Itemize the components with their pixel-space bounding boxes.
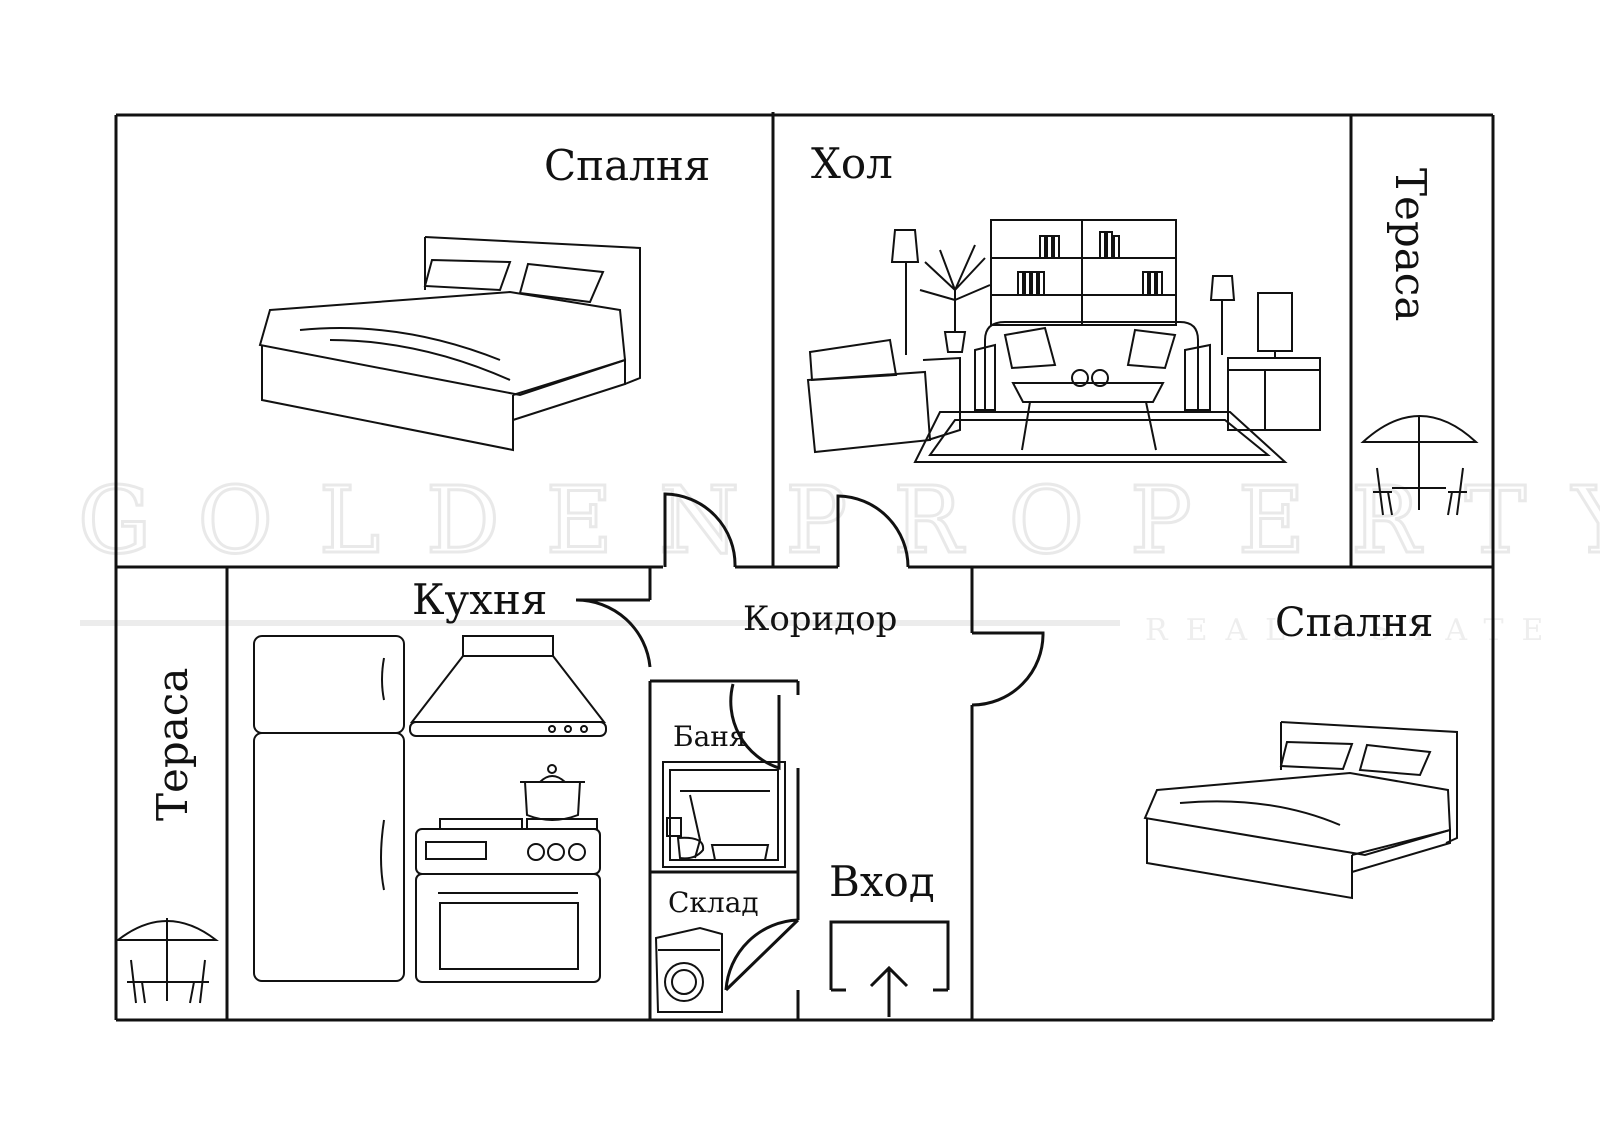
fridge-icon <box>253 635 405 982</box>
patio-umbrella-icon <box>115 918 219 1004</box>
plant-icon <box>919 244 991 353</box>
bathtub-icon <box>662 761 786 868</box>
range-hood-icon <box>409 635 607 737</box>
patio-umbrella-icon <box>1360 415 1479 516</box>
washing-machine-icon <box>654 926 723 1013</box>
tv-icon <box>1227 292 1321 431</box>
doors <box>575 492 1045 992</box>
bookshelf-icon <box>990 219 1177 326</box>
living-room-furniture <box>806 219 1321 463</box>
room-label-corridor: Коридор <box>743 599 897 639</box>
bed-icon <box>1143 721 1458 900</box>
walls <box>114 112 1495 1022</box>
room-label-bedroom-bottom: Спалня <box>1275 600 1433 646</box>
room-label-living: Хол <box>811 139 893 188</box>
entrance-arrow-icon <box>829 920 950 1017</box>
room-label-entrance: Вход <box>829 857 935 906</box>
toilet-icon <box>666 817 705 860</box>
watermark-subtext: REAL ESTATE <box>1145 613 1561 648</box>
bed-icon <box>258 236 641 452</box>
room-label-terrace-left: Тераса <box>148 668 197 821</box>
pot-icon <box>520 764 585 821</box>
room-label-storage: Склад <box>668 886 759 919</box>
room-label-terrace-right: Тераса <box>1386 168 1435 321</box>
stove-icon <box>415 818 601 983</box>
lamp-icon <box>890 229 1236 355</box>
room-label-bathroom: Баня <box>673 720 747 753</box>
room-label-bedroom-top: Спалня <box>544 141 710 190</box>
sofa-set-icon <box>806 321 1288 463</box>
room-label-kitchen: Кухня <box>412 575 547 624</box>
